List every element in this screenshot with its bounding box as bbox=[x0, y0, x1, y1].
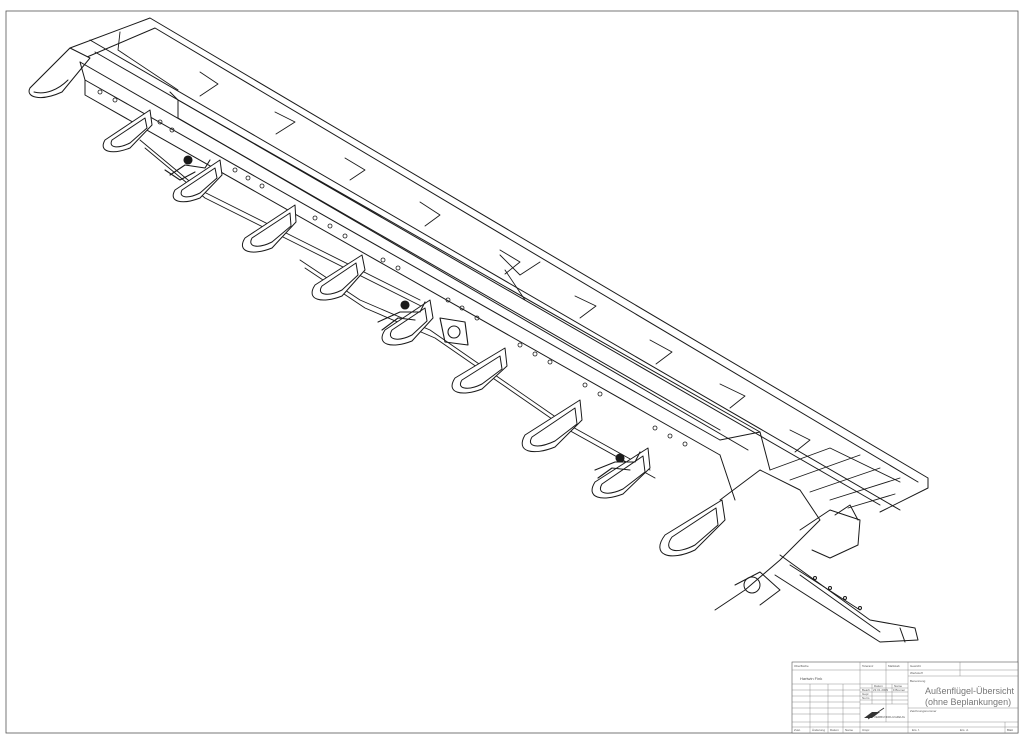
spar-holes bbox=[97, 89, 688, 447]
title-block: Oberfläche Toleranz Maßstab Gewicht Hart… bbox=[791, 661, 1019, 734]
tb-name-entry: Hartwin Fink bbox=[800, 676, 822, 681]
company-logo: VERBUNDFLUGZEUG bbox=[864, 707, 906, 720]
tb-label-blatt: Blatt bbox=[1007, 728, 1013, 732]
tb-label-gepr: Gepr. bbox=[862, 692, 870, 696]
inspection-plate bbox=[439, 317, 469, 346]
tb-label-toleranz: Toleranz bbox=[862, 664, 874, 668]
drawing-title-line1: Außenflügel-Übersicht bbox=[925, 686, 1015, 696]
nose-ribs bbox=[102, 109, 726, 557]
tb-label-werkstoff: Werkstoff bbox=[910, 671, 923, 675]
logo-wordmark: VERBUNDFLUGZEUG bbox=[874, 715, 906, 719]
bellcrank-2 bbox=[377, 300, 426, 331]
tb-label-ers-fuer: Ers. f. bbox=[912, 728, 920, 732]
tb-label-oberflaeche: Oberfläche bbox=[794, 664, 809, 668]
tb-label-bearb: Bearb. bbox=[862, 688, 871, 692]
nose-rib-4 bbox=[311, 254, 366, 301]
tb-label-norm: Norm bbox=[862, 696, 870, 700]
upper-frame bbox=[28, 17, 929, 513]
bellcrank-3 bbox=[594, 451, 641, 479]
tb-label-gewicht: Gewicht bbox=[910, 664, 921, 668]
nose-rib-7 bbox=[521, 399, 583, 453]
upper-ribs bbox=[117, 31, 901, 509]
tb-label-ers-durch: Ers. d. bbox=[960, 728, 969, 732]
drawing-title-line2: (ohne Beplankungen) bbox=[925, 697, 1011, 707]
nose-rib-2 bbox=[172, 159, 223, 203]
tb-label-name-2: Name bbox=[845, 728, 853, 732]
main-spar bbox=[79, 61, 771, 501]
tb-label-datum-2: Datum bbox=[830, 728, 839, 732]
tb-label-zeichnungsnummer: Zeichnungsnummer bbox=[910, 709, 937, 713]
nose-rib-1 bbox=[102, 109, 153, 153]
pushrods bbox=[139, 139, 656, 479]
tb-label-benennung: Benennung bbox=[910, 679, 926, 683]
tb-label-name: Name bbox=[894, 684, 902, 688]
tb-label-aenderung: Änderung bbox=[812, 728, 825, 732]
drawing-frame bbox=[5, 10, 1019, 734]
nose-rib-3 bbox=[242, 204, 297, 253]
bellcranks bbox=[164, 155, 641, 479]
tb-bearb-name: F.Bremer bbox=[893, 688, 905, 692]
tb-label-massstab: Maßstab bbox=[888, 664, 900, 668]
root-fittings bbox=[714, 469, 919, 643]
tb-label-zustand: Zust. bbox=[794, 728, 801, 732]
nose-rib-9 bbox=[659, 499, 726, 557]
tb-label-ursprung: Urspr. bbox=[862, 728, 870, 732]
title-block-frame bbox=[791, 661, 1019, 734]
nose-rib-6 bbox=[451, 347, 508, 394]
bellcrank-1 bbox=[164, 155, 211, 181]
tb-label-datum: Datum bbox=[874, 684, 883, 688]
tb-date-value: 23.01.2009 bbox=[873, 688, 888, 692]
wing-assembly-drawing bbox=[28, 17, 929, 643]
